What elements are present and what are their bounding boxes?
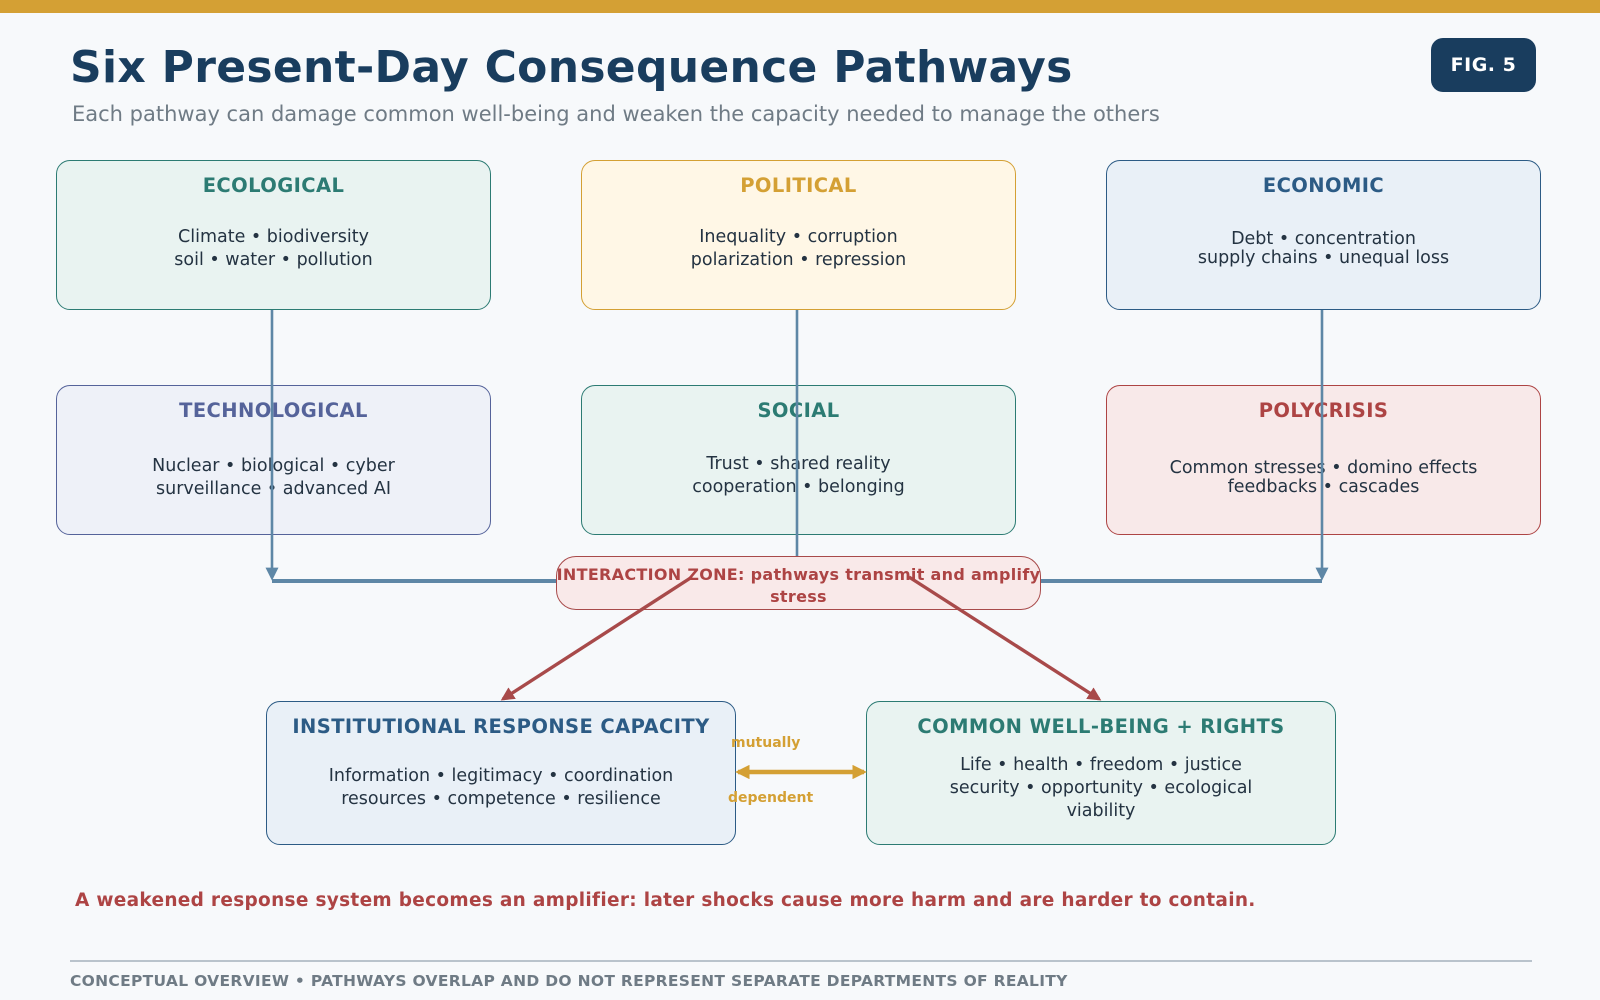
pathway-economic: ECONOMIC Debt • concentration supply cha… (1106, 160, 1541, 310)
figure-badge: FIG. 5 (1431, 38, 1536, 92)
pathway-polycrisis: POLYCRISIS Common stresses • domino effe… (1106, 385, 1541, 535)
top-accent-bar (0, 0, 1600, 13)
pathway-title: POLITICAL (740, 174, 857, 197)
pathway-detail: soil • water • pollution (174, 250, 373, 270)
footer-divider (70, 960, 1532, 962)
page-subtitle: Each pathway can damage common well-bein… (72, 102, 1160, 126)
pathway-detail: Climate • biodiversity (178, 227, 369, 247)
pathway-detail: surveillance • advanced AI (156, 479, 391, 499)
pathway-detail: Debt • concentration (1231, 229, 1416, 249)
pathway-detail: feedbacks • cascades (1227, 477, 1420, 497)
interaction-zone-label: INTERACTION ZONE: pathways transmit and … (535, 564, 1062, 608)
outcome-detail: Information • legitimacy • coordination (328, 766, 674, 786)
institutional-capacity-box: INSTITUTIONAL RESPONSE CAPACITY Informat… (266, 701, 736, 845)
mutual-label-top: mutually (731, 735, 801, 751)
interaction-zone-line: stress (770, 587, 827, 606)
pathway-detail: Trust • shared reality (706, 454, 891, 474)
mutual-label-bottom: dependent (728, 790, 814, 806)
interaction-zone-line: INTERACTION ZONE: pathways transmit and … (556, 565, 1041, 584)
outcome-detail: resources • competence • resilience (341, 789, 661, 809)
pathway-technological: TECHNOLOGICAL Nuclear • biological • cyb… (56, 385, 491, 535)
pathway-detail: cooperation • belonging (692, 477, 905, 497)
pathway-title: ECOLOGICAL (202, 174, 345, 197)
wellbeing-rights-box: COMMON WELL-BEING + RIGHTS Life • health… (866, 701, 1336, 845)
outcome-detail: viability (1066, 801, 1136, 821)
pathway-detail: Nuclear • biological • cyber (152, 456, 395, 476)
outcome-title: INSTITUTIONAL RESPONSE CAPACITY (292, 715, 710, 738)
conclusion-statement: A weakened response system becomes an am… (75, 890, 1256, 911)
pathway-detail: Common stresses • domino effects (1169, 458, 1478, 478)
pathway-political: POLITICAL Inequality • corruption polari… (581, 160, 1016, 310)
footer-note: CONCEPTUAL OVERVIEW • PATHWAYS OVERLAP A… (70, 972, 1068, 990)
pathway-title: ECONOMIC (1262, 174, 1385, 197)
outcome-title: COMMON WELL-BEING + RIGHTS (917, 715, 1285, 738)
pathway-title: SOCIAL (757, 399, 840, 422)
page-title: Six Present-Day Consequence Pathways (70, 42, 1073, 93)
pathway-social: SOCIAL Trust • shared reality cooperatio… (581, 385, 1016, 535)
pathway-ecological: ECOLOGICAL Climate • biodiversity soil •… (56, 160, 491, 310)
pathway-detail: Inequality • corruption (699, 227, 898, 247)
outcome-detail: Life • health • freedom • justice (960, 755, 1242, 775)
outcome-detail: security • opportunity • ecological (949, 778, 1253, 798)
pathway-detail: supply chains • unequal loss (1197, 248, 1450, 268)
pathway-title: POLYCRISIS (1258, 399, 1389, 422)
pathway-detail: polarization • repression (690, 250, 907, 270)
pathway-title: TECHNOLOGICAL (179, 399, 368, 422)
